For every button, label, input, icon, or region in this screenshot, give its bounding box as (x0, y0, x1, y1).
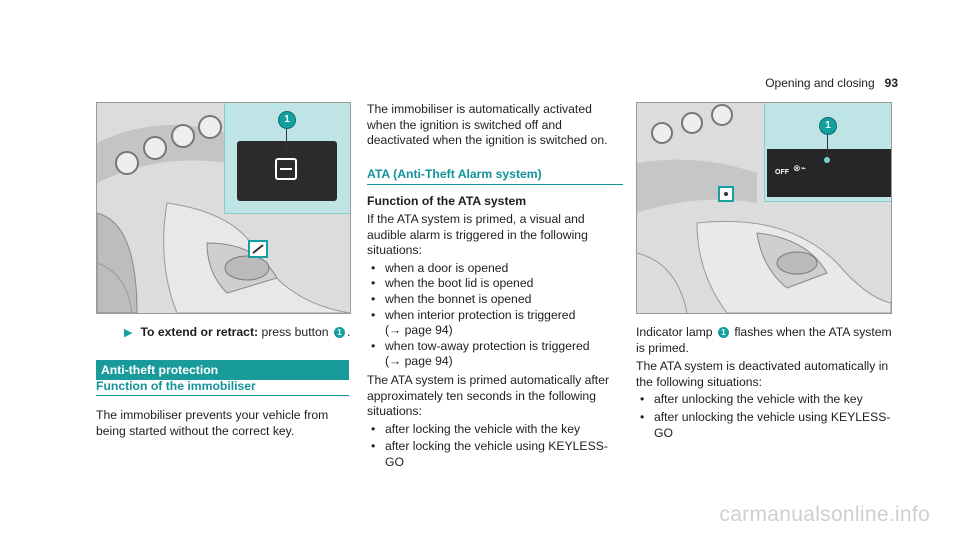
ata-paragraph-2: The ATA system is primed automatically a… (367, 372, 610, 419)
deactivation-paragraph: The ATA system is deactivated automatica… (636, 359, 889, 389)
deactivation-list: after unlocking the vehicle with the key… (636, 392, 894, 441)
list-item: when the bonnet is opened (367, 292, 623, 308)
inset-panel: 1 (224, 103, 350, 214)
inset-off-label: OFF (775, 169, 789, 176)
inset-leader-line (286, 127, 287, 157)
figure-console-button: 1 (96, 102, 351, 314)
ata-trigger-list: when a door is opened when the boot lid … (367, 261, 623, 370)
indicator-ref-marker: 1 (717, 327, 729, 338)
figure-indicator-lamp: OFF ⊗⌁ 1 (636, 102, 892, 314)
inset-panel-right: OFF ⊗⌁ 1 (764, 103, 891, 202)
page-header: Opening and closing 93 (765, 76, 898, 90)
page-reference[interactable]: (→ page 94) (385, 323, 453, 338)
column-3: Indicator lamp 1 flashes when the ATA sy… (636, 325, 894, 441)
step-arrow-icon: ▶ (124, 327, 133, 339)
ata-symbol-icon: ⊗⌁ (793, 163, 806, 173)
page-number: 93 (884, 76, 898, 90)
ata-paragraph-1: If the ATA system is primed, a visual an… (367, 211, 588, 258)
list-item: after unlocking the vehicle using KEYLES… (636, 410, 894, 441)
instruction-ref-marker: 1 (333, 327, 345, 338)
list-item: when tow-away protection is triggered(→ … (367, 339, 623, 370)
list-item: after locking the vehicle using KEYLESS-… (367, 439, 623, 470)
inset-button-panel (237, 141, 337, 201)
callout-marker: 1 (819, 117, 837, 135)
immobiliser-paragraph: The immobiliser prevents your vehicle fr… (96, 408, 329, 438)
watermark: carmanualsonline.info (719, 503, 930, 526)
indicator-paragraph: Indicator lamp 1 flashes when the ATA sy… (636, 325, 892, 355)
callout-marker: 1 (278, 111, 296, 129)
page-reference[interactable]: (→ page 94) (385, 354, 453, 369)
ata-heading: ATA (Anti-Theft Alarm system) (367, 167, 623, 186)
list-item: after locking the vehicle with the key (367, 422, 623, 438)
indicator-lamp-icon (824, 157, 830, 163)
section-bar: Anti-theft protection (96, 360, 349, 380)
inset-leader-line (827, 133, 828, 157)
section-title: Opening and closing (765, 76, 875, 90)
immobiliser-intro: The immobiliser is automatically activat… (367, 102, 608, 148)
inset-button-icon (275, 158, 297, 180)
ata-priming-list: after locking the vehicle with the key a… (367, 422, 623, 471)
column-2: The immobiliser is automatically activat… (367, 102, 623, 470)
list-item: when interior protection is triggered(→ … (367, 308, 623, 339)
immobiliser-heading: Function of the immobiliser (96, 379, 349, 396)
list-item: when a door is opened (367, 261, 623, 277)
ata-function-heading: Function of the ATA system (367, 194, 527, 209)
console-illustration-right (637, 103, 891, 313)
instruction-label: To extend or retract: (140, 325, 259, 339)
instruction-step: ▶ To extend or retract: press button 1. (124, 325, 364, 342)
instruction-text: press button (258, 325, 332, 339)
instruction-end: . (346, 325, 351, 339)
list-item: after unlocking the vehicle with the key (636, 392, 894, 408)
list-item: when the boot lid is opened (367, 276, 623, 292)
